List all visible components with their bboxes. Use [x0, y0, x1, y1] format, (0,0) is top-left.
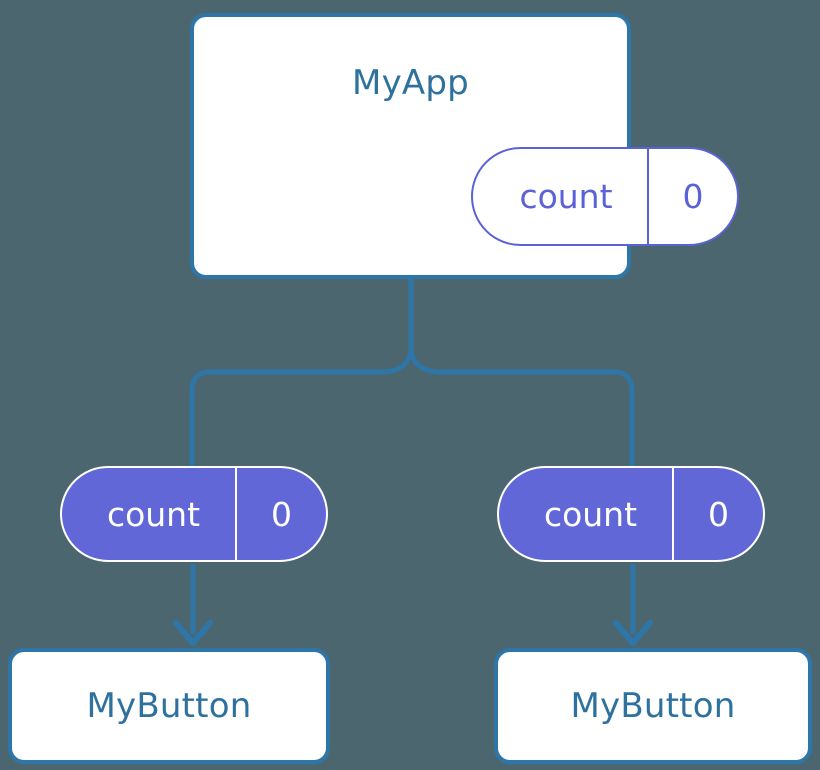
state-value-label: 0	[682, 177, 704, 216]
state-key-label: count	[473, 149, 649, 244]
arrow-down-icon-right	[613, 620, 653, 646]
component-card-myapp[interactable]: MyApp count 0	[190, 13, 739, 279]
component-title-myapp: MyApp	[352, 63, 469, 103]
component-card-mybutton-left[interactable]: MyButton	[8, 648, 330, 764]
state-key-label: count	[499, 468, 674, 560]
state-value-label: 0	[271, 494, 292, 534]
edge-branch-left	[189, 344, 414, 469]
edge-branch-right	[408, 344, 635, 469]
arrow-down-icon-left	[173, 620, 213, 646]
state-pill-child-left[interactable]: count 0	[60, 466, 328, 562]
state-key-label: count	[62, 468, 237, 560]
state-pill-myapp[interactable]: count 0	[471, 147, 739, 246]
state-value-label: 0	[708, 494, 729, 534]
state-pill-child-right[interactable]: count 0	[497, 466, 765, 562]
component-card-mybutton-right[interactable]: MyButton	[494, 648, 812, 764]
component-title-mybutton: MyButton	[570, 686, 736, 726]
component-title-mybutton: MyButton	[86, 686, 252, 726]
